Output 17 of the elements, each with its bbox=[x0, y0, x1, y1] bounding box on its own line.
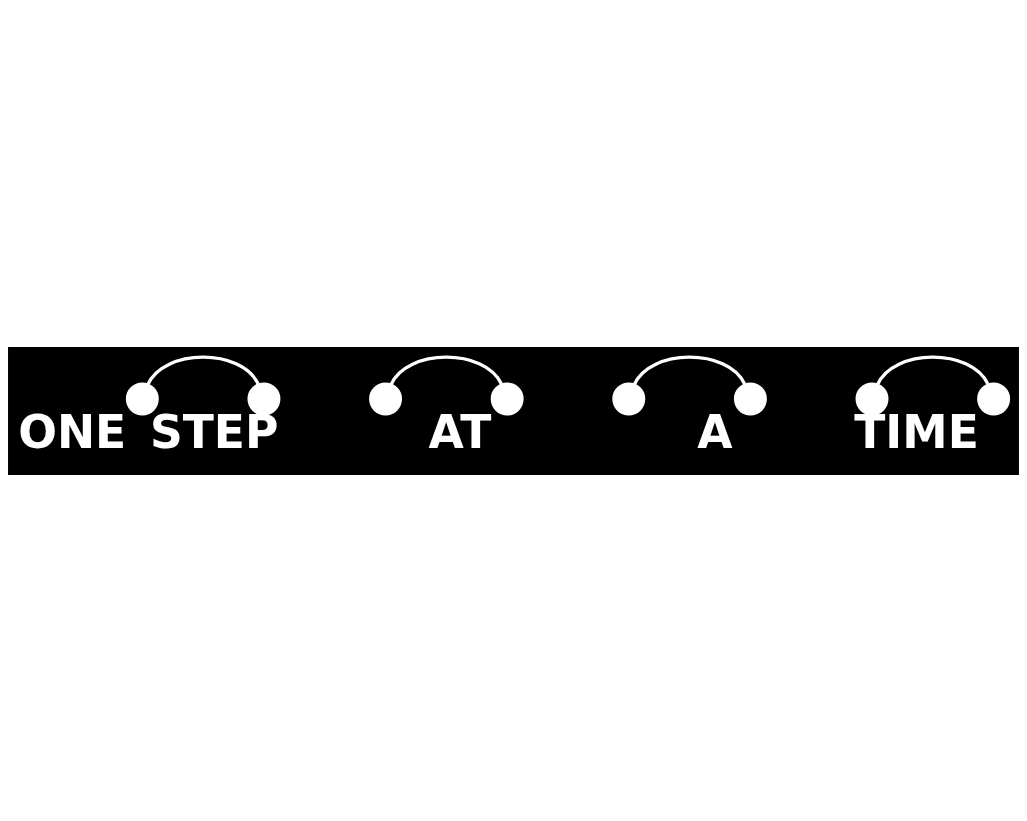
node-label: STEP bbox=[149, 405, 279, 459]
node-label: AT bbox=[428, 405, 492, 459]
node-circle bbox=[125, 382, 159, 415]
node-circle bbox=[612, 382, 646, 415]
connector bbox=[632, 355, 746, 386]
connector bbox=[389, 355, 503, 386]
connector bbox=[146, 355, 260, 386]
node-circle bbox=[247, 382, 281, 415]
connector bbox=[876, 355, 990, 386]
node-circle bbox=[977, 382, 1011, 415]
node-circle bbox=[369, 382, 402, 415]
node-label: ONE bbox=[18, 405, 127, 459]
node-circle bbox=[733, 382, 767, 415]
node-circle bbox=[855, 382, 889, 415]
node-label: TIME bbox=[854, 405, 979, 459]
node-label: A bbox=[697, 405, 733, 459]
node-circle bbox=[490, 382, 524, 415]
